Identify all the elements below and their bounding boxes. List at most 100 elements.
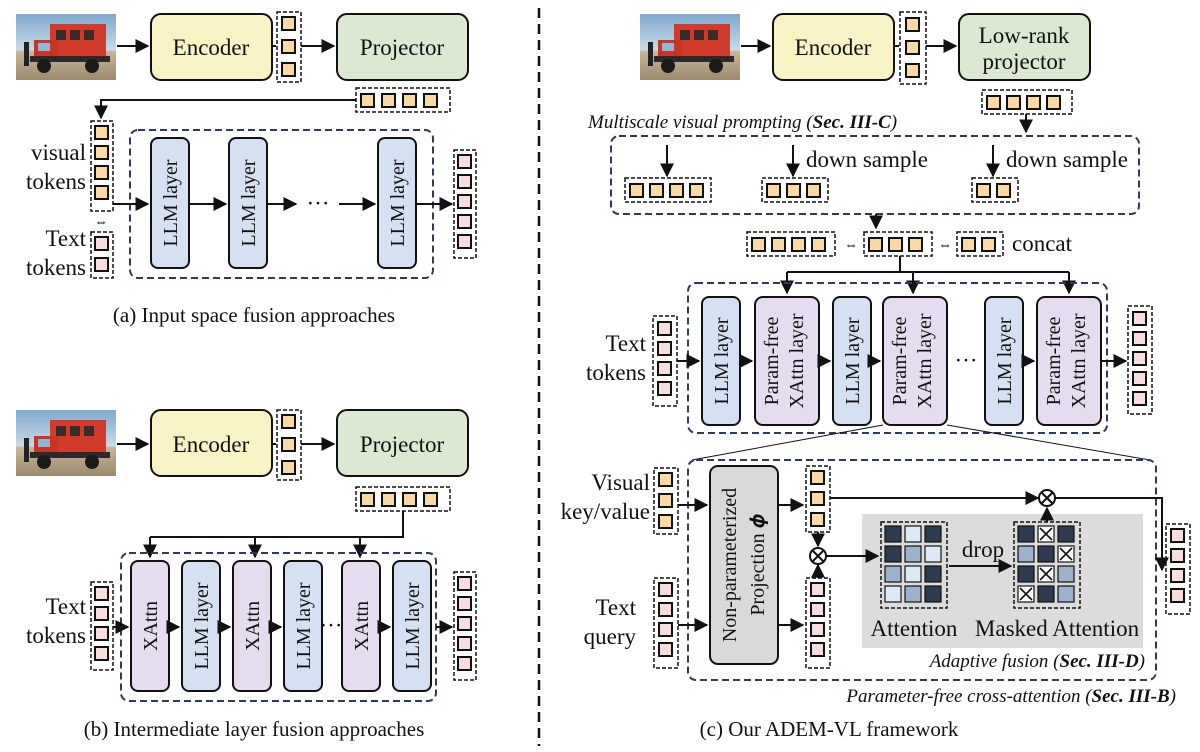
matrix-cell: [1037, 545, 1055, 563]
caption-b: (b) Intermediate layer fusion approaches: [84, 717, 425, 741]
text-tokens-label-c-2: tokens: [586, 360, 646, 385]
text-token-column-c: [652, 315, 678, 407]
text-tokens-label-a: Text: [45, 226, 86, 251]
param-free-xattn-layer-1: Param-free XAttn layer: [754, 296, 820, 426]
token-column-a-top: [276, 11, 302, 83]
adaptive-fusion-label: Adaptive fusion (Sec. III-D): [928, 651, 1145, 672]
matrix-cell: [924, 565, 942, 583]
visual-kv-label-2: key/value: [561, 499, 650, 524]
text-query-label: Text: [595, 595, 636, 620]
encoder-label-c: Encoder: [795, 35, 872, 60]
llm-layer-b2: LLM layer: [283, 560, 323, 692]
panel-c: Encoder Low-rank projector Multiscale vi…: [561, 11, 1191, 741]
svg-text:LLM layer: LLM layer: [842, 317, 864, 405]
projector-label-c-1: Low-rank: [979, 23, 1070, 48]
matrix-cell: [904, 545, 922, 563]
matrix-cell: [904, 565, 922, 583]
output-column-b: [453, 571, 477, 681]
llm-layer-c3: LLM layer: [984, 296, 1024, 426]
attention-label: Attention: [871, 616, 958, 641]
concat-tokens-3: [956, 231, 1004, 257]
concat-tokens-2: [863, 231, 933, 257]
scale-3-tokens: [971, 177, 1019, 203]
svg-text:LLM layer: LLM layer: [191, 582, 213, 670]
projector-label-c-2: projector: [982, 49, 1065, 74]
svg-text:LLM layer: LLM layer: [293, 582, 315, 670]
svg-text:Param-free: Param-free: [761, 316, 783, 405]
output-tokens-detail: [1165, 523, 1191, 615]
truck-photo-c: [640, 14, 740, 80]
llm-layer-c2: LLM layer: [832, 296, 872, 426]
visual-tokens-label: visual: [31, 140, 86, 165]
link-icon-a: ⇔: [94, 215, 108, 230]
scale-1-tokens: [624, 177, 712, 203]
matrix-cell: [1017, 565, 1035, 583]
matrix-cell: [1037, 585, 1055, 603]
dropped-cell-mark: [1039, 567, 1053, 581]
multiply-icon-1: [809, 547, 827, 565]
panel-a: Encoder Projector visual tokens ⇔ Text t…: [16, 11, 477, 327]
matrix-cell: [884, 565, 902, 583]
truck-photo-b: [16, 410, 116, 476]
matrix-cell: [1057, 525, 1075, 543]
xattn-block-b2: XAttn: [232, 560, 272, 692]
scale-2-tokens: [761, 177, 829, 203]
multiscale-label: Multiscale visual prompting (Sec. III-C): [587, 112, 897, 133]
caption-c: (c) Our ADEM-VL framework: [700, 717, 959, 741]
text-token-column-b: [90, 581, 114, 671]
panel-b: Encoder Projector Text tokens XAttn: [16, 409, 477, 741]
projected-query-tokens: [805, 577, 831, 669]
matrix-cell: [1017, 525, 1035, 543]
svg-text:XAttn: XAttn: [242, 601, 264, 651]
matrix-cell: [884, 525, 902, 543]
svg-text:Projection 𝝓: Projection 𝝓: [747, 514, 769, 615]
multiply-icon-2: [1038, 489, 1056, 507]
matrix-cell: [884, 585, 902, 603]
matrix-cell: [924, 545, 942, 563]
output-column-c: [1127, 305, 1153, 415]
svg-text:LLM layer: LLM layer: [402, 582, 424, 670]
encoder-label-b: Encoder: [173, 432, 250, 457]
matrix-cell: [1057, 585, 1075, 603]
param-free-xattn-layer-2: Param-free XAttn layer: [882, 296, 948, 426]
svg-text:XAttn: XAttn: [140, 601, 162, 651]
parameter-free-cross-attention-label: Parameter-free cross-attention (Sec. III…: [845, 686, 1176, 707]
down-sample-label-1: down sample: [806, 147, 928, 172]
concat-tokens-1: [746, 231, 836, 257]
dropped-cell-mark: [1039, 527, 1053, 541]
svg-text:LLM layer: LLM layer: [994, 317, 1016, 405]
text-token-column-a: [90, 231, 114, 279]
llm-layer-b1: LLM layer: [181, 560, 221, 692]
dropped-cell-mark: [1059, 547, 1073, 561]
projector-label-a: Projector: [360, 35, 445, 60]
matrix-cell: [904, 585, 922, 603]
text-query-tokens: [653, 577, 679, 669]
svg-text:XAttn layer: XAttn layer: [786, 313, 808, 408]
projector-box-a: [336, 13, 469, 81]
llm-layer-c1: LLM layer: [701, 296, 741, 426]
matrix-cell: [884, 545, 902, 563]
svg-text:Non-parameterized: Non-parameterized: [719, 488, 741, 642]
truck-photo-a: [16, 14, 116, 80]
visual-token-column-a: [90, 120, 114, 212]
projector-box-b: [336, 409, 469, 477]
output-column-a: [453, 149, 477, 259]
text-tokens-label-b: Text: [45, 594, 86, 619]
text-query-label-2: query: [584, 624, 637, 649]
low-rank-projector-box: [958, 13, 1091, 81]
svg-text:Param-free: Param-free: [889, 316, 911, 405]
encoder-label-a: Encoder: [173, 35, 250, 60]
dropped-cell-mark: [1019, 587, 1033, 601]
masked-attention-label: Masked Attention: [975, 616, 1140, 641]
param-free-xattn-layer-3: Param-free XAttn layer: [1036, 296, 1102, 426]
svg-text:XAttn: XAttn: [351, 601, 373, 651]
matrix-cell: [904, 525, 922, 543]
svg-text:LLM layer: LLM layer: [387, 159, 409, 247]
token-column-c-top: [899, 11, 927, 85]
llm-layer-b3: LLM layer: [392, 560, 432, 692]
multiscale-box: [610, 135, 1140, 215]
svg-text:LLM layer: LLM layer: [160, 159, 182, 247]
token-row-a: [355, 87, 451, 113]
xattn-block-b3: XAttn: [341, 560, 381, 692]
